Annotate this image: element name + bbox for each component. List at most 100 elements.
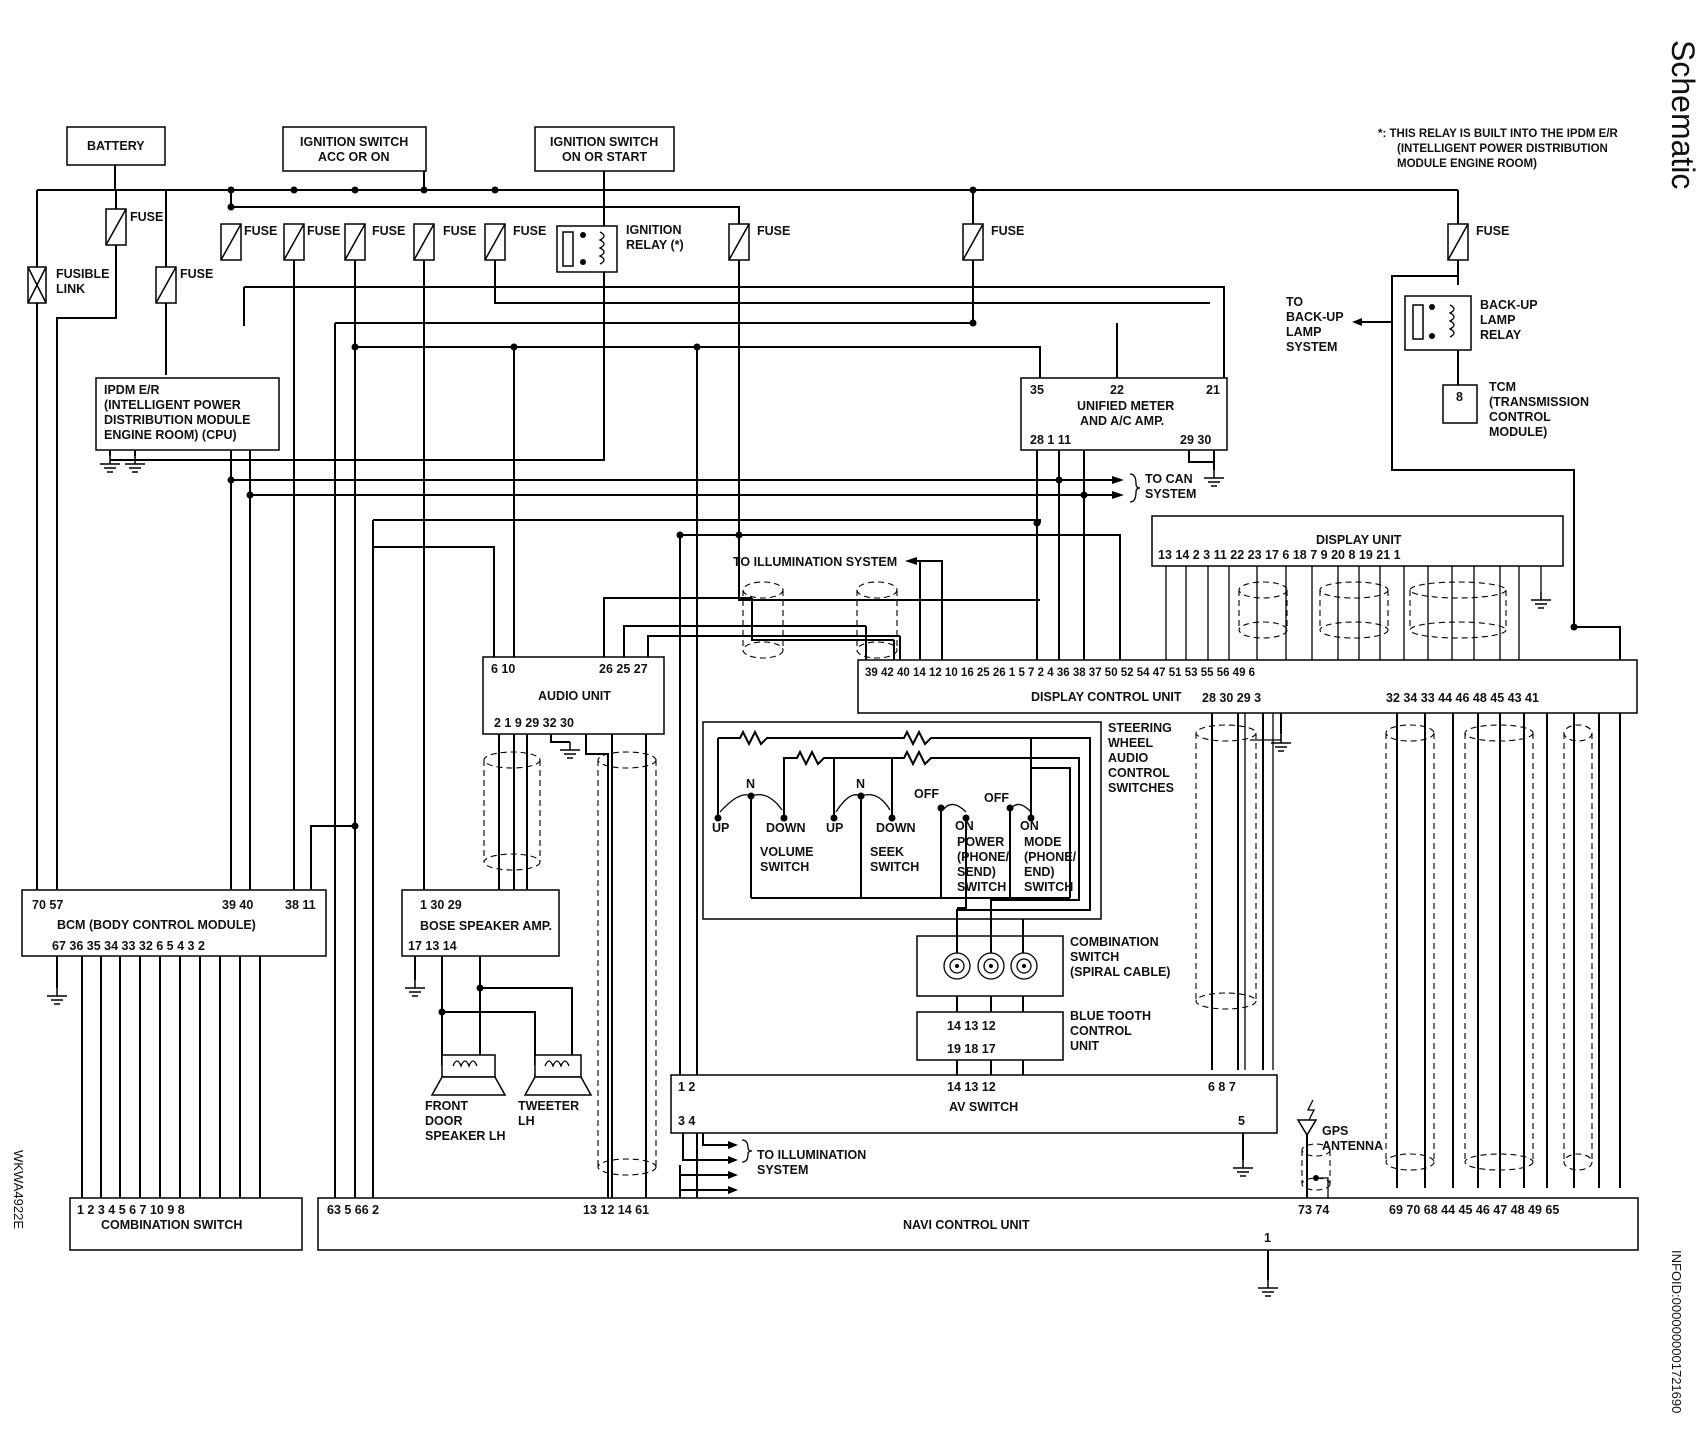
mode-switch-label: SWITCH — [1024, 880, 1073, 894]
ignition-relay-icon — [556, 225, 618, 273]
pin-numbers: 5 — [1238, 1114, 1245, 1128]
tcm-label: MODULE) — [1489, 425, 1547, 439]
ipdm-label: ENGINE ROOM) (CPU) — [104, 428, 237, 442]
diagram-code: WKWA4922E — [11, 1150, 26, 1229]
relay-note: *: THIS RELAY IS BUILT INTO THE IPDM E/R — [1378, 128, 1619, 140]
pin-numbers: 6 10 — [491, 662, 515, 676]
seek-switch-label: SWITCH — [870, 860, 919, 874]
pin-numbers: 28 1 11 — [1030, 433, 1071, 447]
fuse-label: FUSE — [1476, 224, 1509, 238]
pin-numbers: 73 74 — [1298, 1203, 1329, 1217]
ground-icon — [559, 741, 581, 759]
steering-switch-box — [702, 721, 1102, 920]
relay-note: (INTELLIGENT POWER DISTRIBUTION — [1397, 143, 1608, 155]
mode-switch-label: MODE — [1024, 835, 1062, 849]
info-id: INFOID:0000000001721690 — [1669, 1250, 1684, 1413]
bose-amp-box — [401, 889, 560, 957]
ground-icon — [124, 455, 146, 473]
fuse-icon — [220, 223, 242, 261]
fuse-label: FUSE — [757, 224, 790, 238]
ground-icon — [1203, 469, 1225, 487]
steering-label: CONTROL — [1108, 766, 1170, 780]
pin-numbers: 13 14 2 3 11 22 23 17 6 18 7 9 20 8 19 2… — [1158, 548, 1401, 562]
display-control-unit-box — [857, 659, 1638, 714]
page-title: Schematic — [1665, 40, 1701, 189]
fuse-icon — [413, 223, 435, 261]
pin-numbers: 69 70 68 44 45 46 47 48 49 65 — [1389, 1203, 1559, 1217]
ground-icon — [1232, 1159, 1254, 1177]
fuse-label: FUSE — [244, 224, 277, 238]
pin-numbers: 35 — [1030, 383, 1044, 397]
to-backup-label: LAMP — [1286, 325, 1321, 339]
pin-numbers: 39 40 — [222, 898, 253, 912]
front-speaker-label: SPEAKER LH — [425, 1129, 506, 1143]
fusible-link-icon — [27, 266, 47, 304]
combination-switch-label: COMBINATION — [1070, 935, 1159, 949]
fuse-label: FUSE — [180, 267, 213, 281]
spiral-cable-icon — [943, 952, 1038, 980]
to-can-label: SYSTEM — [1145, 487, 1196, 501]
fusible-link-label: FUSIBLE — [56, 267, 109, 281]
pin-numbers: 38 11 — [285, 898, 316, 912]
combination-switch-label: COMBINATION SWITCH — [101, 1218, 242, 1232]
fuse-icon — [1447, 223, 1469, 261]
fuse-icon — [155, 266, 177, 304]
off-label: OFF — [914, 787, 939, 801]
gps-label: GPS — [1322, 1124, 1348, 1138]
dcu-to-navi-wires — [1396, 713, 1600, 1188]
pin-numbers: 63 5 66 2 — [327, 1203, 379, 1217]
ground-icon — [46, 987, 68, 1005]
front-speaker-label: DOOR — [425, 1114, 463, 1128]
bluetooth-label: UNIT — [1070, 1039, 1100, 1053]
pin-numbers: 70 57 — [32, 898, 63, 912]
pin-numbers: 26 25 27 — [599, 662, 648, 676]
to-illumination-label: SYSTEM — [757, 1163, 808, 1177]
steering-label: AUDIO — [1108, 751, 1149, 765]
fuse-label: FUSE — [307, 224, 340, 238]
av-switch-label: AV SWITCH — [949, 1100, 1018, 1114]
navi-control-unit-box — [317, 1197, 1639, 1251]
display-unit-wires — [1165, 566, 1542, 660]
seek-switch-label: SEEK — [870, 845, 904, 859]
backup-relay-label: LAMP — [1480, 313, 1515, 327]
steering-label: WHEEL — [1108, 736, 1154, 750]
ignition-start-label: ON OR START — [562, 150, 648, 164]
bluetooth-label: CONTROL — [1070, 1024, 1132, 1038]
fuse-label: FUSE — [130, 210, 163, 224]
ignition-acc-label: IGNITION SWITCH — [300, 135, 408, 149]
pin-numbers: 22 — [1110, 383, 1124, 397]
backup-lamp-relay-icon — [1404, 295, 1472, 351]
tweeter-label: TWEETER — [518, 1099, 579, 1113]
pin-numbers: 14 13 12 — [947, 1080, 996, 1094]
volume-switch-label: VOLUME — [760, 845, 813, 859]
ground-icon — [1270, 734, 1292, 752]
pin-numbers: 1 2 — [678, 1080, 695, 1094]
to-illumination-label: TO ILLUMINATION — [757, 1148, 866, 1162]
gps-label: ANTENNA — [1322, 1139, 1383, 1153]
ignition-start-label: IGNITION SWITCH — [550, 135, 658, 149]
pin-numbers: 6 8 7 — [1208, 1080, 1236, 1094]
display-unit-label: DISPLAY UNIT — [1316, 533, 1402, 547]
pin-numbers: 67 36 35 34 33 32 6 5 4 3 2 — [52, 939, 205, 953]
bcm-label: BCM (BODY CONTROL MODULE) — [57, 918, 256, 932]
to-backup-label: TO — [1286, 295, 1303, 309]
ground-icon — [1530, 591, 1552, 609]
n-label: N — [856, 777, 865, 791]
fuse-icon — [484, 223, 506, 261]
n-label: N — [746, 777, 755, 791]
pin-numbers: 1 30 29 — [420, 898, 462, 912]
backup-relay-label: RELAY — [1480, 328, 1522, 342]
power-switch-label: POWER — [957, 835, 1004, 849]
ground-icon — [404, 979, 426, 997]
pin-numbers: 3 4 — [678, 1114, 695, 1128]
mode-switch-label: (PHONE/ — [1024, 850, 1077, 864]
ipdm-label: IPDM E/R — [104, 383, 160, 397]
power-switch-label: SWITCH — [957, 880, 1006, 894]
meter-label: AND A/C AMP. — [1080, 414, 1164, 428]
av-switch-box — [670, 1074, 1278, 1134]
bluetooth-label: BLUE TOOTH — [1070, 1009, 1151, 1023]
down-label: DOWN — [876, 821, 916, 835]
fuse-icon — [344, 223, 366, 261]
on-label: ON — [955, 819, 974, 833]
pin-numbers: 2 1 9 29 32 30 — [494, 716, 574, 730]
